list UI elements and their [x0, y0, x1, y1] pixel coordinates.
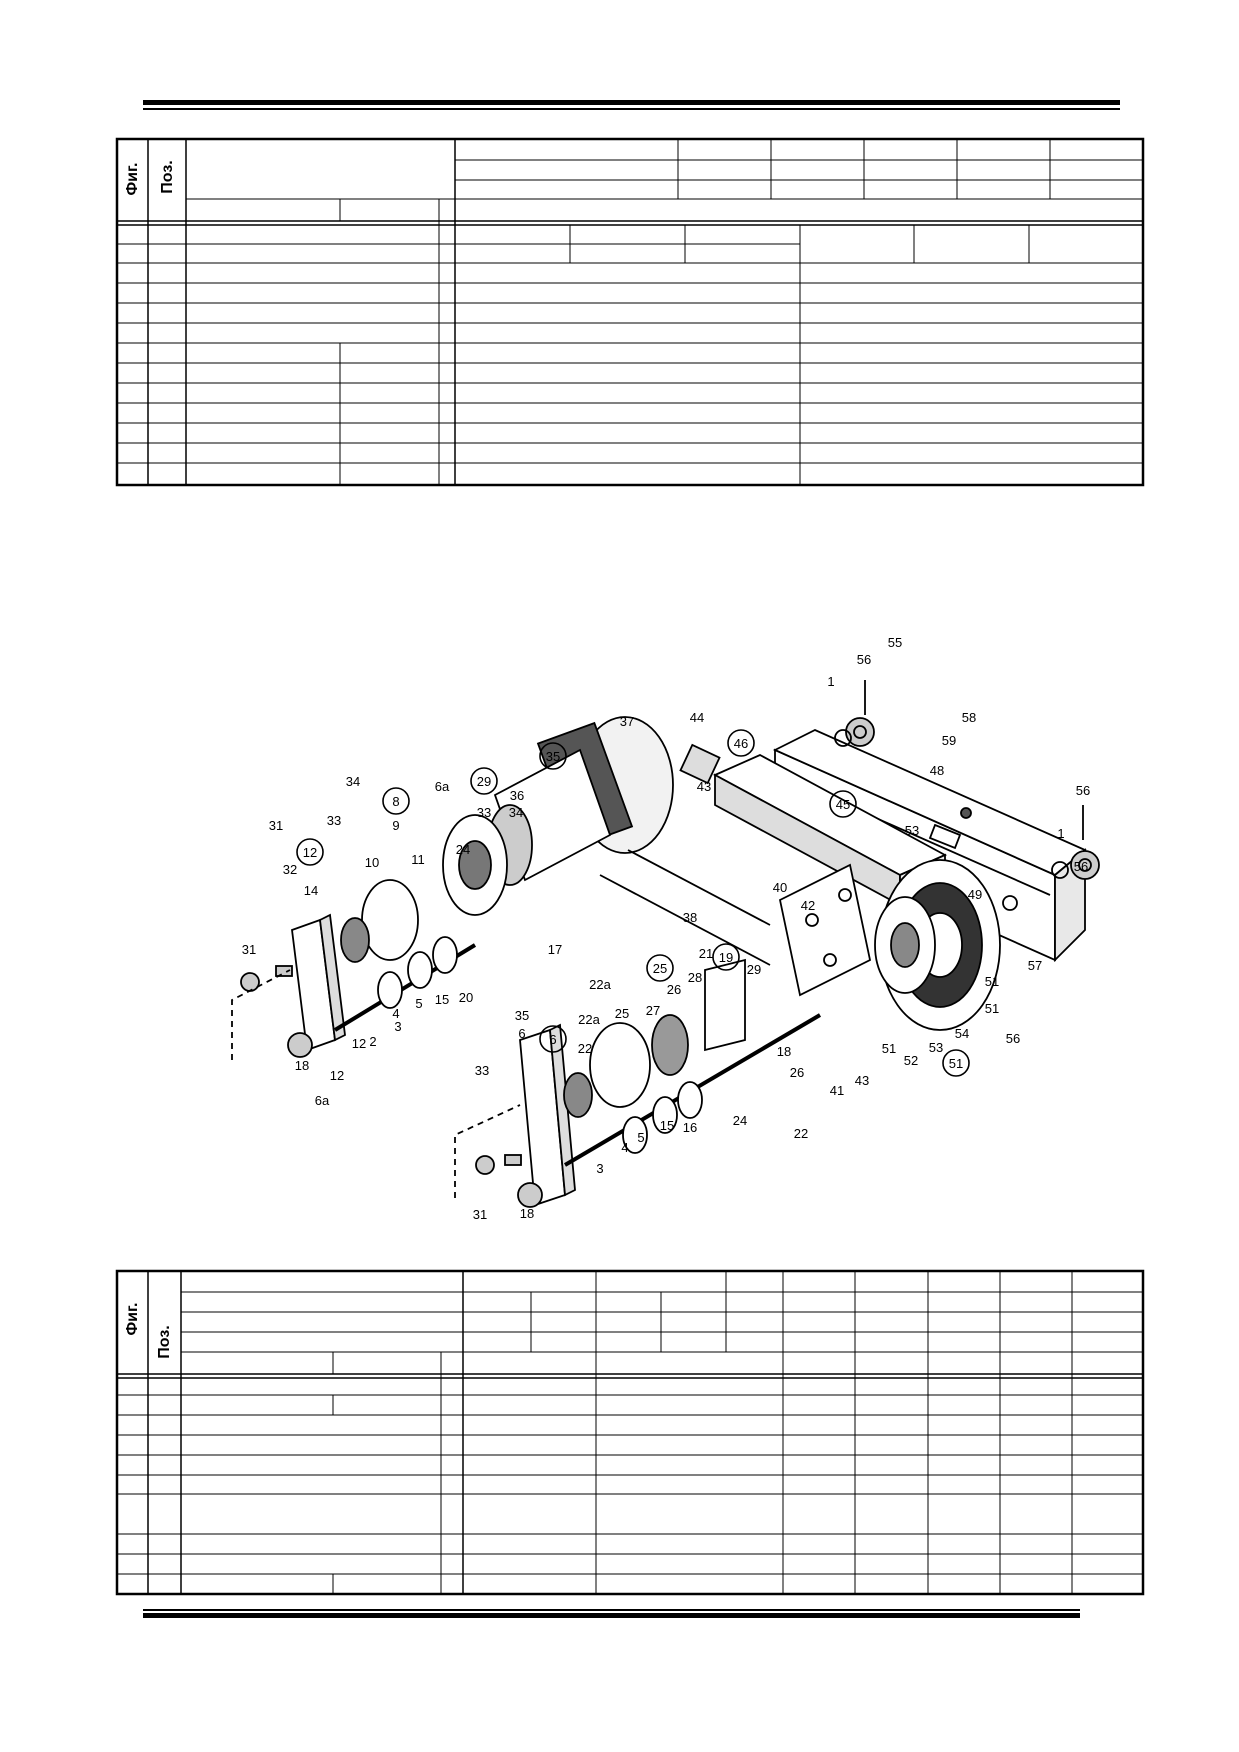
callout: 34 — [509, 805, 523, 820]
callout: 12 — [352, 1036, 366, 1051]
callout: 6 — [518, 1026, 525, 1041]
callout: 3 — [394, 1019, 401, 1034]
callout: 18 — [777, 1044, 791, 1059]
callout: 35 — [515, 1008, 529, 1023]
callout: 51 — [985, 1001, 999, 1016]
callout: 56 — [1074, 859, 1088, 874]
bottom-pos-header: Поз. — [156, 1325, 173, 1359]
assembly-artwork — [231, 680, 1100, 1208]
callout: 8 — [392, 794, 399, 809]
callout: 10 — [365, 855, 379, 870]
callout: 45 — [836, 797, 850, 812]
callout: 28 — [688, 970, 702, 985]
callout: 59 — [942, 733, 956, 748]
callout-rings — [296, 729, 970, 1077]
callout: 56 — [857, 652, 871, 667]
callout: 57 — [1028, 958, 1042, 973]
callout: 14 — [304, 883, 318, 898]
callout: 54 — [955, 1026, 969, 1041]
callout: 49 — [968, 887, 982, 902]
header-rule-thin — [143, 108, 1120, 110]
callout: 29 — [477, 774, 491, 789]
callout: 3 — [596, 1161, 603, 1176]
callout: 19 — [719, 950, 733, 965]
footer-rule-thick — [143, 1613, 1080, 1618]
callout: 18 — [520, 1206, 534, 1221]
callout: 20 — [459, 990, 473, 1005]
callout: 34 — [346, 774, 360, 789]
callout: 56 — [1076, 783, 1090, 798]
callout: 46 — [734, 736, 748, 751]
callout: 11 — [411, 852, 425, 867]
callout: 43 — [855, 1073, 869, 1088]
callout: 51 — [949, 1056, 963, 1071]
callout: 37 — [620, 714, 634, 729]
callout: 51 — [985, 974, 999, 989]
callout: 18 — [295, 1058, 309, 1073]
callout: 52 — [904, 1053, 918, 1068]
callout: 2 — [369, 1034, 376, 1049]
callout: 38 — [683, 910, 697, 925]
callout: 4 — [392, 1006, 399, 1021]
callout: 31 — [269, 818, 283, 833]
top-parts-table — [115, 137, 1145, 487]
callout: 9 — [392, 818, 399, 833]
callout: 27 — [646, 1003, 660, 1018]
callout: 25 — [653, 961, 667, 976]
callout: 21 — [699, 946, 713, 961]
callout: 15 — [435, 992, 449, 1007]
exploded-assembly-diagram: 55 56 1 37 44 35 46 58 59 48 56 29 34 6a… — [231, 635, 1100, 1222]
callout: 22a — [589, 977, 611, 992]
callout: 25 — [615, 1006, 629, 1021]
callout: 1 — [827, 674, 834, 689]
callout: 22a — [578, 1012, 600, 1027]
callout: 56 — [1006, 1031, 1020, 1046]
callout: 42 — [801, 898, 815, 913]
callout: 16 — [683, 1120, 697, 1135]
callout: 33 — [475, 1063, 489, 1078]
callout: 29 — [747, 962, 761, 977]
callout: 4 — [621, 1140, 628, 1155]
callout: 5 — [415, 996, 422, 1011]
top-fig-header: Фиг. — [124, 162, 141, 196]
callout: 43 — [697, 779, 711, 794]
callout: 33 — [327, 813, 341, 828]
callout: 32 — [283, 862, 297, 877]
callout: 51 — [882, 1041, 896, 1056]
header-rule-thick — [143, 100, 1120, 105]
callout: 6a — [435, 779, 450, 794]
callout: 31 — [242, 942, 256, 957]
callout: 55 — [888, 635, 902, 650]
callout: 31 — [473, 1207, 487, 1222]
callout-labels: 55 56 1 37 44 35 46 58 59 48 56 29 34 6a… — [242, 635, 1090, 1222]
callout: 15 — [660, 1118, 674, 1133]
callout: 44 — [690, 710, 704, 725]
top-pos-header: Поз. — [159, 160, 176, 194]
callout: 53 — [929, 1040, 943, 1055]
callout: 5 — [637, 1130, 644, 1145]
callout: 24 — [456, 842, 470, 857]
callout: 6a — [315, 1093, 330, 1108]
callout: 22 — [794, 1126, 808, 1141]
callout: 22 — [578, 1041, 592, 1056]
callout: 36 — [510, 788, 524, 803]
callout: 12 — [330, 1068, 344, 1083]
callout: 33 — [477, 805, 491, 820]
callout: 26 — [667, 982, 681, 997]
callout: 48 — [930, 763, 944, 778]
callout: 35 — [546, 749, 560, 764]
callout: 17 — [548, 942, 562, 957]
callout: 12 — [303, 845, 317, 860]
callout: 41 — [830, 1083, 844, 1098]
footer-rule-thin — [143, 1609, 1080, 1611]
callout: 53 — [905, 823, 919, 838]
bottom-fig-header: Фиг. — [124, 1302, 141, 1336]
callout: 58 — [962, 710, 976, 725]
callout: 26 — [790, 1065, 804, 1080]
callout: 24 — [733, 1113, 747, 1128]
callout: 1 — [1057, 826, 1064, 841]
callout: 6 — [549, 1032, 556, 1047]
callout: 40 — [773, 880, 787, 895]
